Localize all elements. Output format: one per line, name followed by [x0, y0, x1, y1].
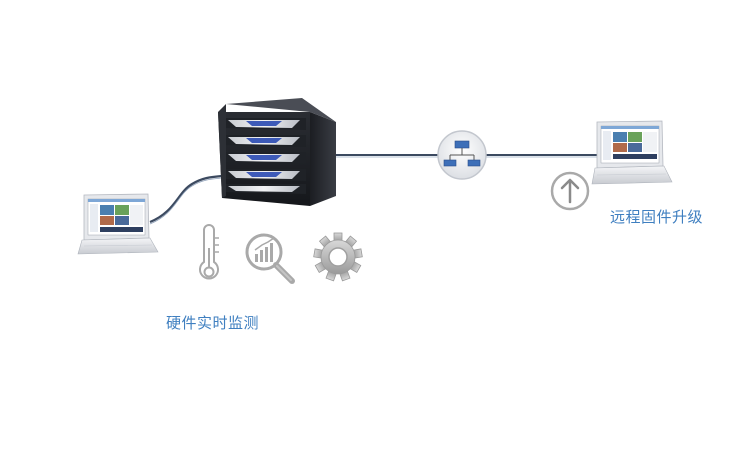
server-front-panels [222, 118, 306, 194]
laptop-left [77, 193, 159, 255]
upload-arrow-icon [550, 171, 590, 211]
label-hardware-monitoring: 硬件实时监测 [166, 314, 260, 332]
label-remote-firmware-upgrade: 远程固件升级 [610, 208, 704, 226]
gear-icon [313, 232, 363, 282]
network-topology-icon [437, 130, 487, 180]
magnifier-chart-icon [245, 233, 295, 284]
cables [149, 154, 600, 225]
thermometer-icon [199, 224, 219, 280]
cable-left [149, 174, 223, 224]
server-rack [218, 98, 336, 206]
laptop-right [591, 120, 673, 185]
